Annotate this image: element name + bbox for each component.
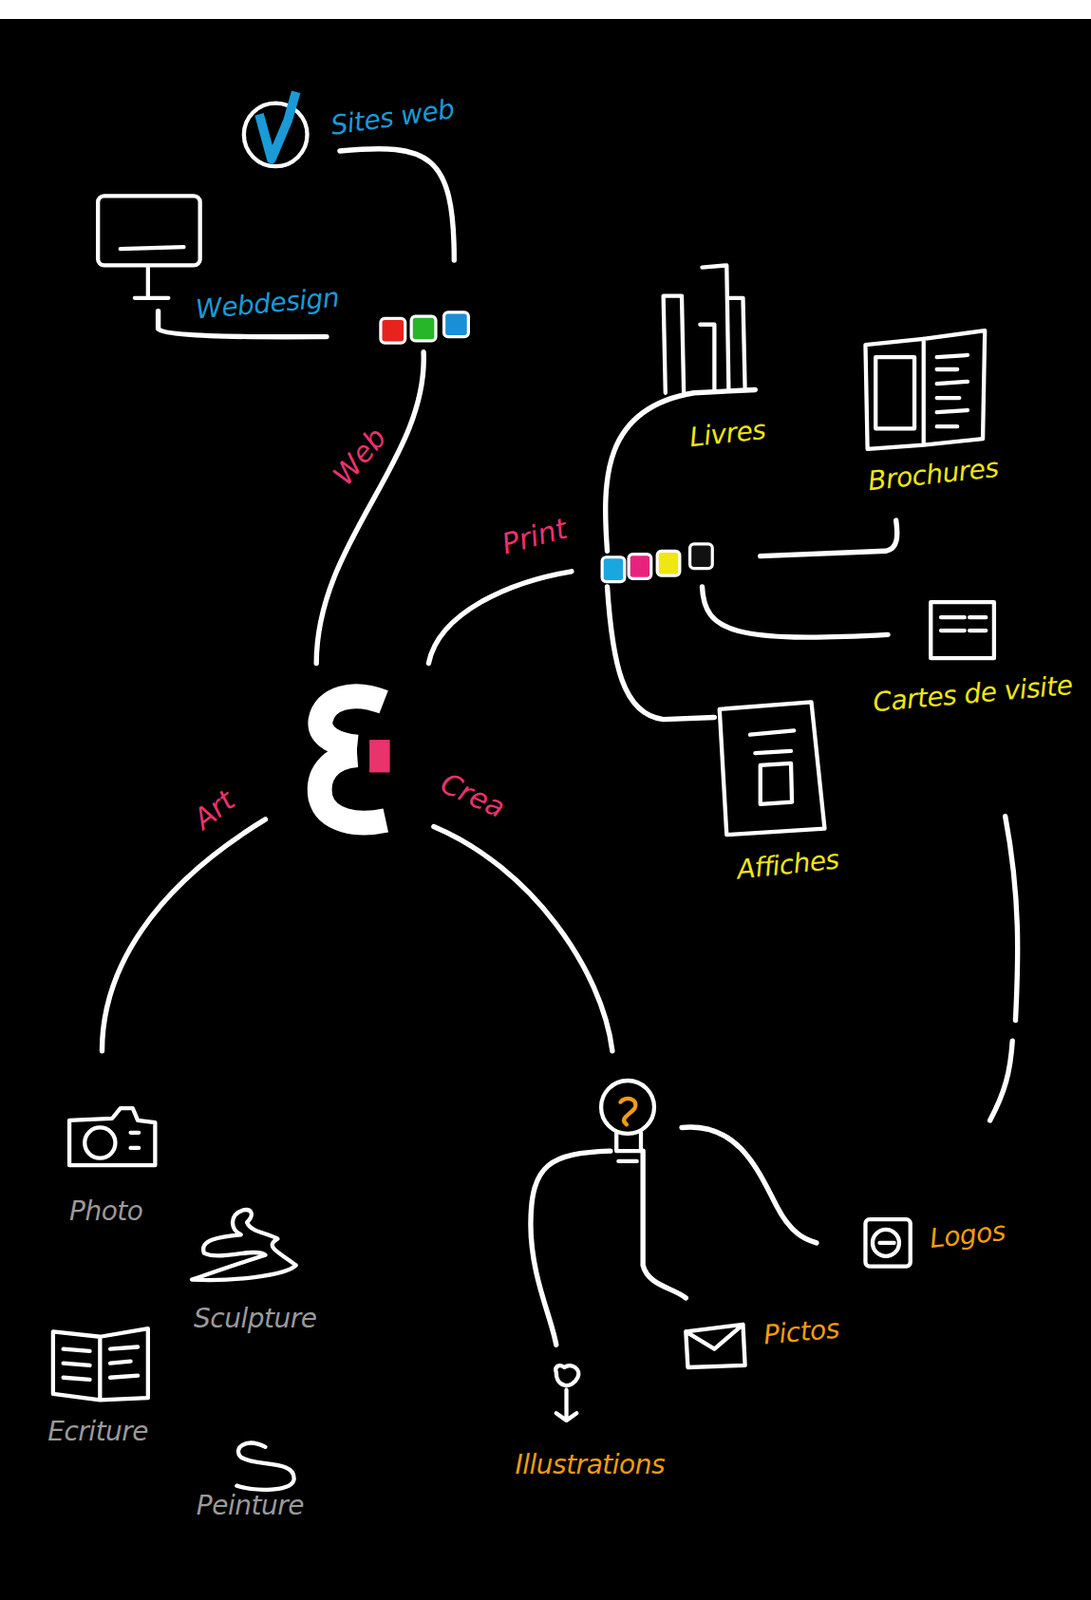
topic-node: Pictos [757,1310,845,1354]
topic-label: Logos [928,1215,1008,1255]
topic-label: Photo [69,1195,143,1227]
topic-node: Photo [65,1193,147,1229]
topic-node: Ecriture [43,1413,152,1449]
topic-label: Sculpture [193,1302,317,1335]
topic-label: Illustrations [514,1448,665,1481]
topic-label: Pictos [762,1312,841,1351]
topic-label: Ecriture [47,1415,149,1448]
topic-label: Peinture [196,1489,304,1522]
topic-node: Illustrations [510,1447,669,1483]
topic-node: Sculpture [189,1300,320,1336]
topic-label: Livres [688,413,768,453]
topic-node: Peinture [192,1487,308,1524]
black-ground [0,18,1091,1600]
